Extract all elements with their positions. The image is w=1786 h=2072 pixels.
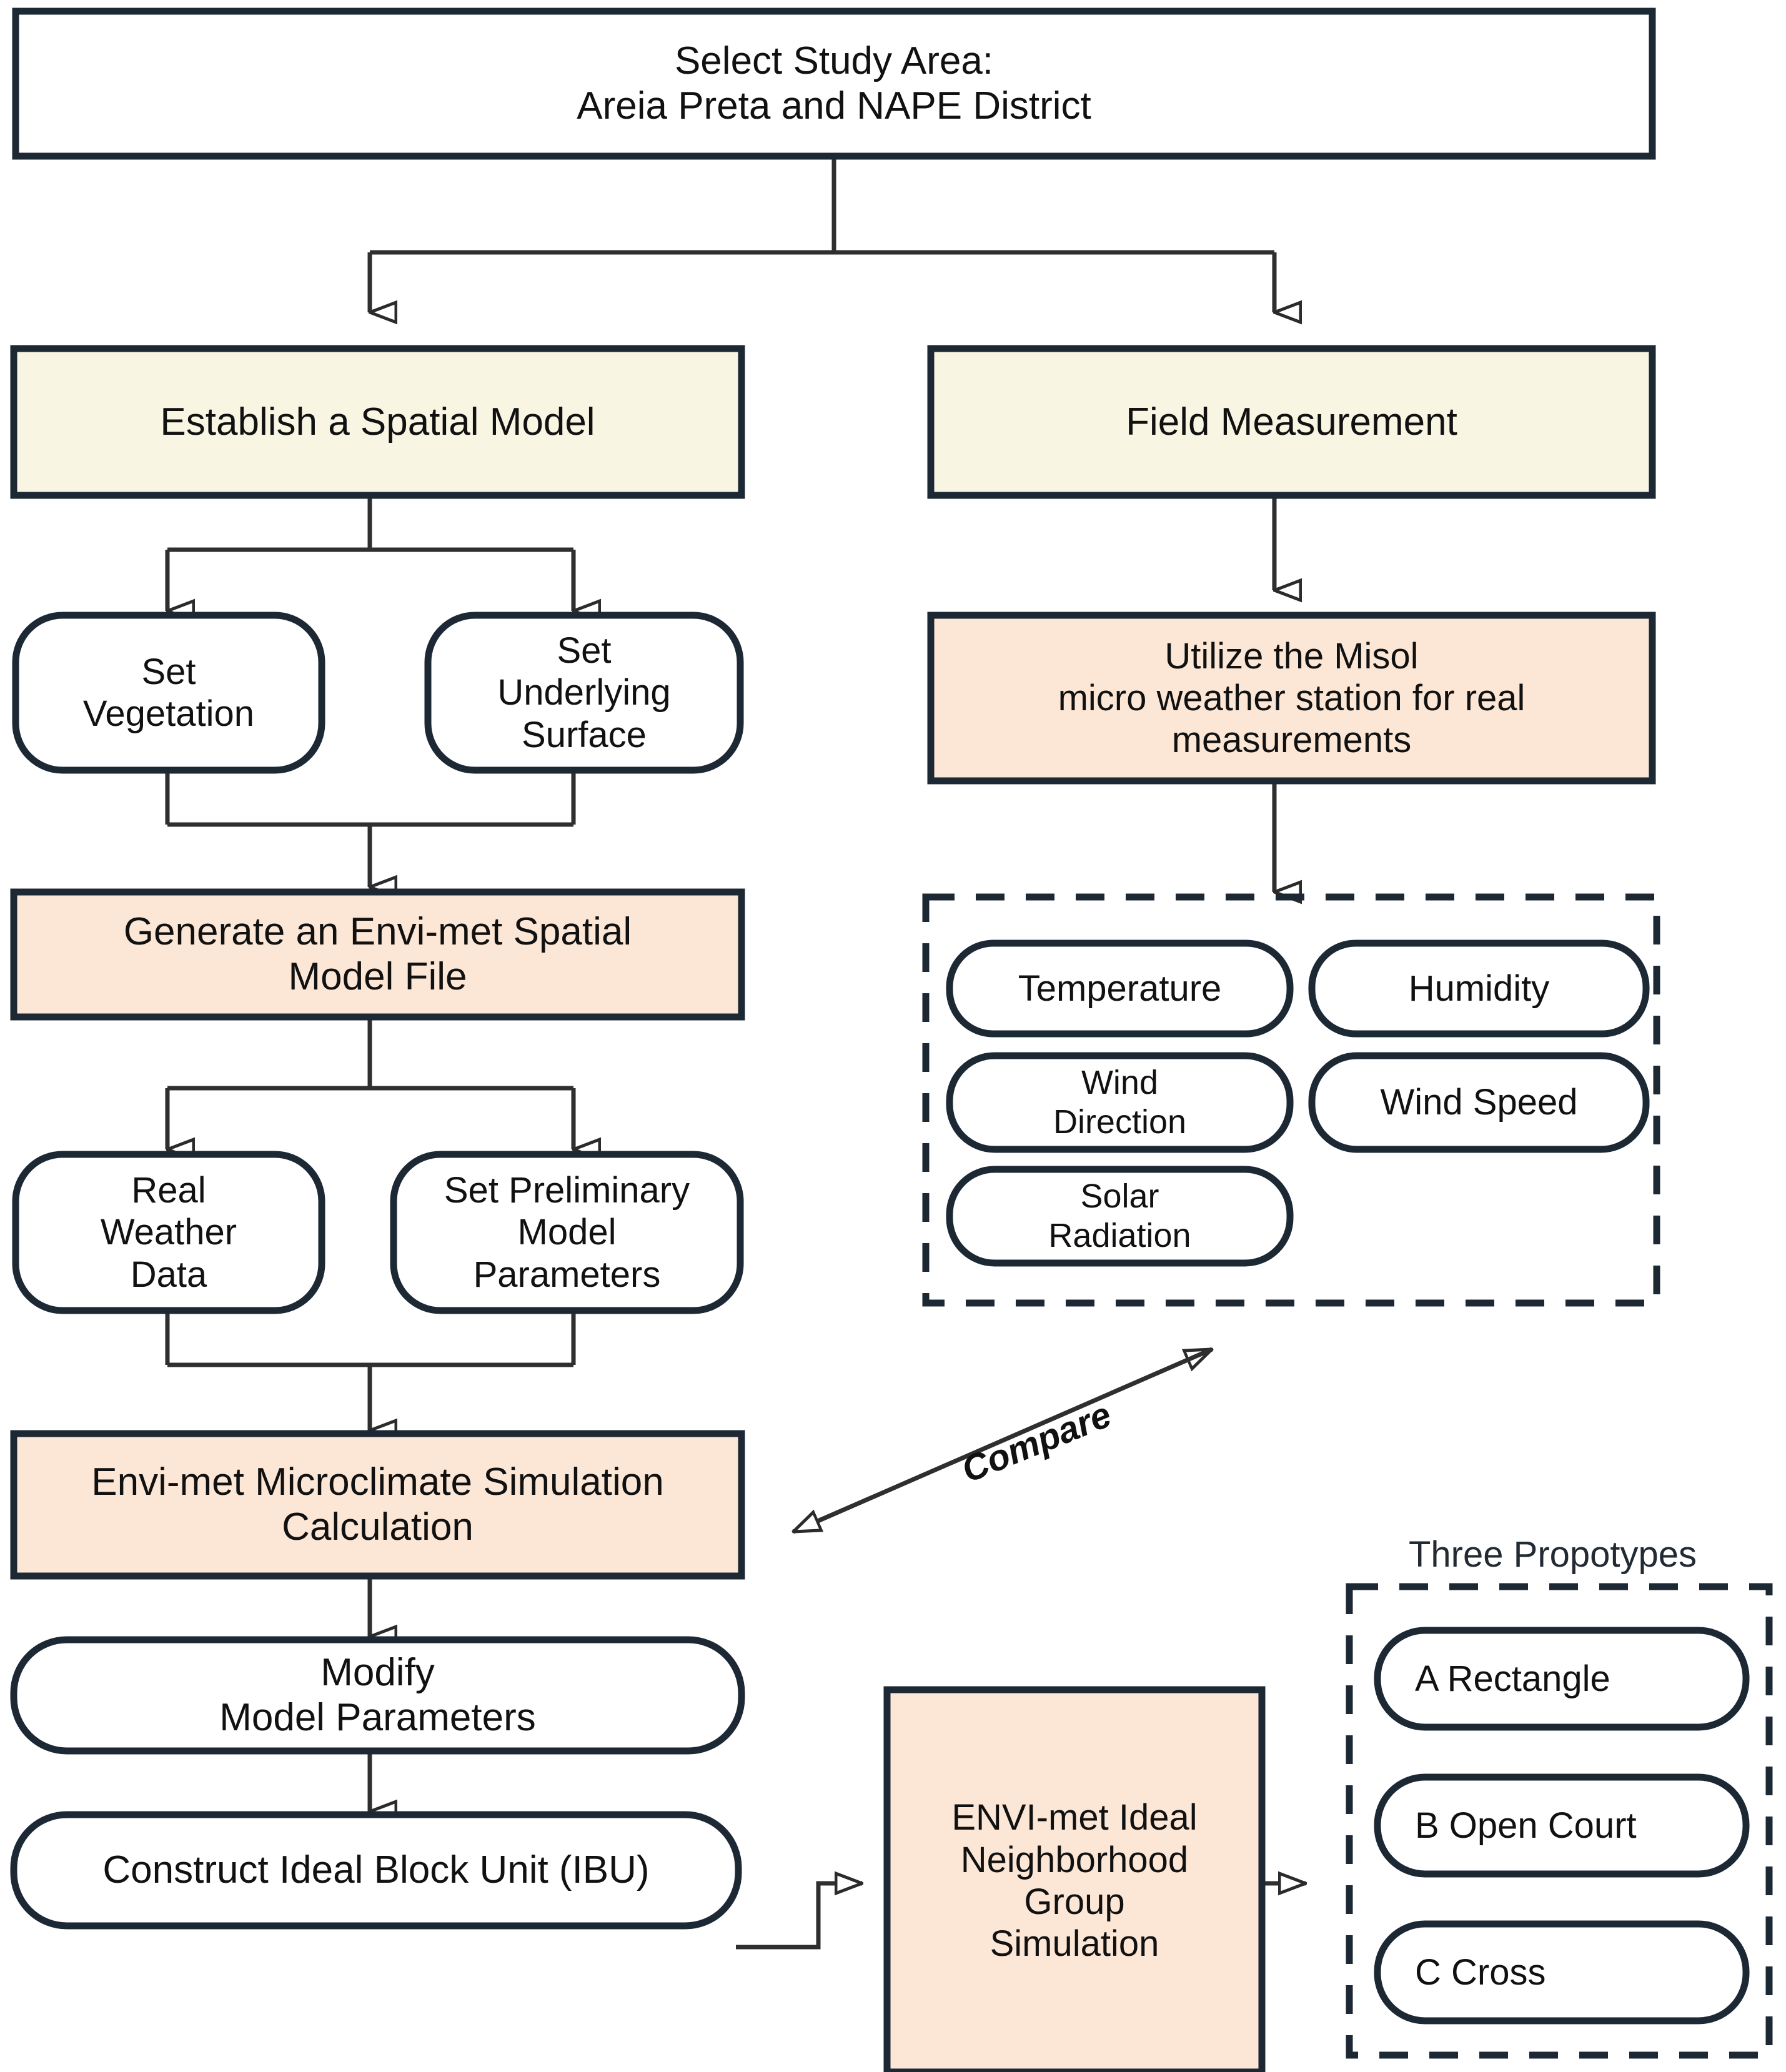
node-set-vegetation[interactable]	[12, 612, 325, 774]
node-temperature[interactable]	[946, 939, 1294, 1038]
node-prototype-b[interactable]	[1374, 1773, 1750, 1878]
measured-variables-group-box	[922, 893, 1660, 1307]
node-humidity[interactable]	[1308, 939, 1650, 1038]
node-solar-radiation[interactable]	[946, 1166, 1294, 1267]
node-spatial-model[interactable]	[10, 345, 745, 499]
node-modify-parameters[interactable]	[10, 1636, 745, 1755]
node-wind-speed[interactable]	[1308, 1052, 1650, 1153]
prototypes-group-caption: Three Propotypes	[1409, 1534, 1697, 1575]
node-prototype-a[interactable]	[1374, 1627, 1750, 1731]
node-construct-ibu[interactable]	[10, 1811, 742, 1930]
node-preliminary-parameters[interactable]	[390, 1151, 744, 1314]
prototypes-group-box	[1346, 1583, 1773, 2059]
node-wind-direction[interactable]	[946, 1052, 1294, 1153]
node-simulation-calculation[interactable]	[10, 1430, 745, 1580]
node-real-weather-data[interactable]	[12, 1151, 325, 1314]
edge-compare-down	[793, 1347, 1213, 1534]
edge-ibu-to-group-sim	[736, 1883, 862, 1950]
node-study-area[interactable]	[12, 7, 1656, 160]
node-set-underlying-surface[interactable]	[424, 612, 744, 774]
node-utilize-misol[interactable]	[927, 612, 1656, 785]
node-prototype-c[interactable]	[1374, 1920, 1750, 2025]
node-group-simulation[interactable]	[883, 1686, 1266, 2072]
node-generate-model-file[interactable]	[10, 888, 745, 1021]
node-field-measurement[interactable]	[927, 345, 1656, 499]
